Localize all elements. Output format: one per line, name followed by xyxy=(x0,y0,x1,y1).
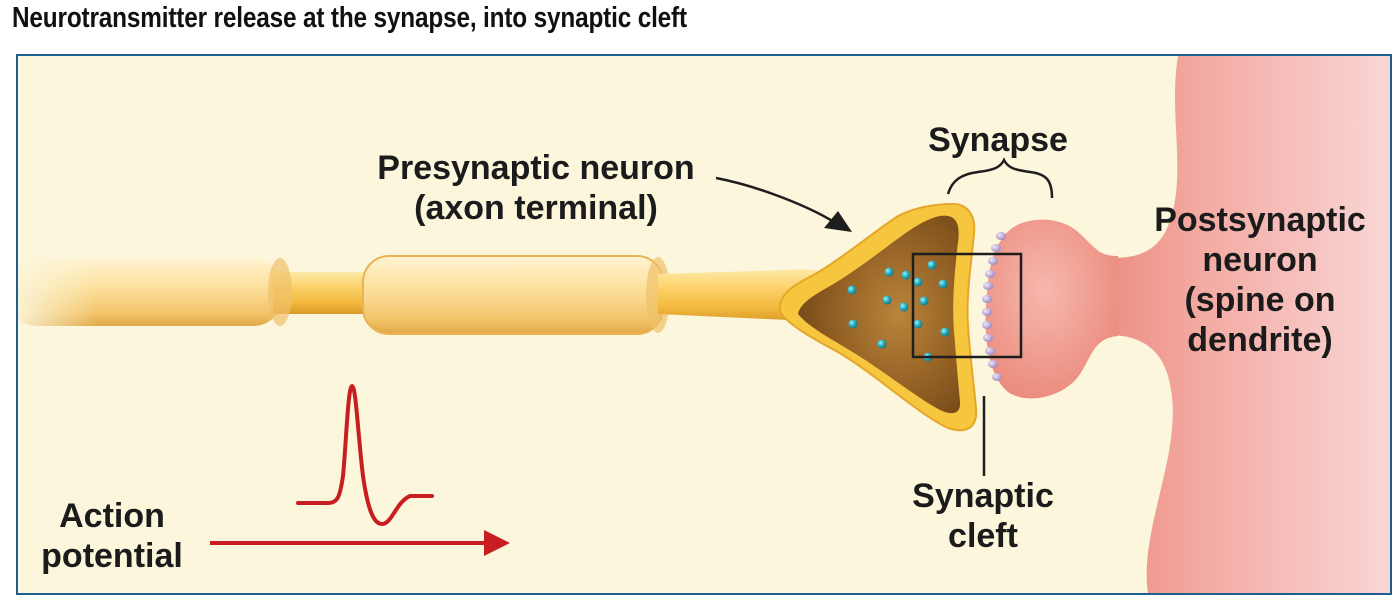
terminal-interior xyxy=(798,215,961,414)
postsynaptic-label-line4: dendrite) xyxy=(1187,321,1333,359)
dendritic-spine xyxy=(985,219,1118,399)
presynaptic-label: Presynaptic neuron (axon terminal) xyxy=(356,148,716,228)
zoom-box xyxy=(911,252,1023,359)
receptors xyxy=(982,232,1006,381)
synapse-brace xyxy=(946,157,1054,199)
action-potential-label-line2: potential xyxy=(41,537,183,575)
action-potential-trace xyxy=(296,384,434,526)
synapse-label-text: Synapse xyxy=(928,121,1068,159)
action-potential-label-line1: Action xyxy=(59,497,165,535)
postsynaptic-label-line2: neuron xyxy=(1202,241,1318,279)
page-title: Neurotransmitter release at the synapse,… xyxy=(12,2,687,34)
postsynaptic-dendrite xyxy=(1098,56,1390,593)
action-potential-arrow xyxy=(210,530,510,556)
postsynaptic-label-line1: Postsynaptic xyxy=(1154,201,1366,239)
action-potential-label: Action potential xyxy=(22,496,202,576)
postsynaptic-label-line3: (spine on xyxy=(1184,281,1336,319)
synapse-illustration xyxy=(18,56,1390,593)
presynaptic-arrow xyxy=(715,176,852,232)
presynaptic-label-line1: Presynaptic neuron xyxy=(377,149,695,187)
cleft-label-line1: Synaptic xyxy=(912,477,1054,515)
cleft-label-line2: cleft xyxy=(948,517,1018,555)
cleft-label: Synaptic cleft xyxy=(898,476,1068,556)
postsynaptic-label: Postsynaptic neuron (spine on dendrite) xyxy=(1140,200,1380,360)
synapse-diagram: Presynaptic neuron (axon terminal) Synap… xyxy=(16,54,1392,595)
synapse-label: Synapse xyxy=(918,120,1078,160)
presynaptic-label-line2: (axon terminal) xyxy=(414,189,658,227)
myelin-sheath xyxy=(362,255,664,335)
synaptic-vesicles xyxy=(847,260,950,362)
